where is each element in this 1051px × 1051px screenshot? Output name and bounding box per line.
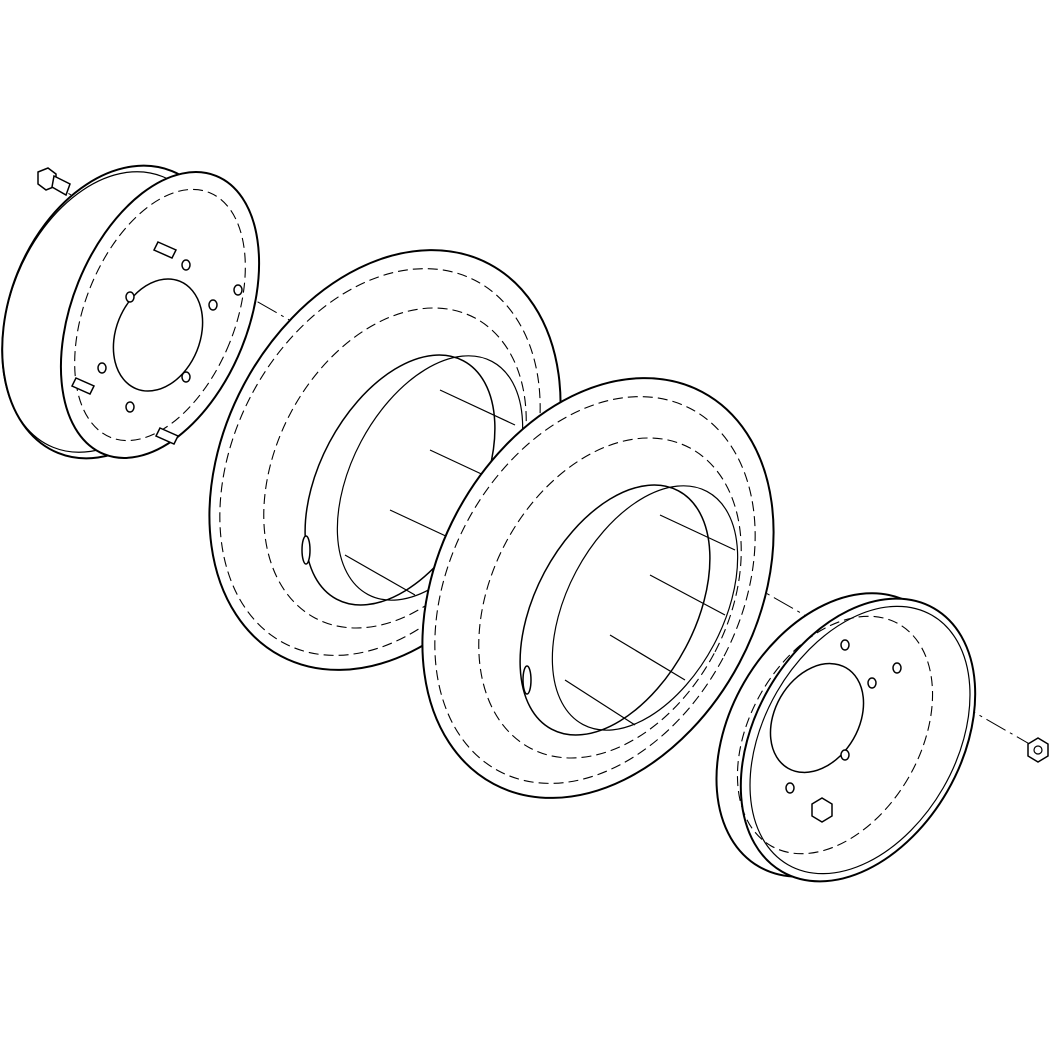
lug-nut <box>1027 737 1049 763</box>
tire-right <box>421 377 775 799</box>
bolt <box>37 167 71 197</box>
valve-stem <box>522 665 532 695</box>
left-wheel-rim <box>1 164 261 460</box>
bolt-holes <box>97 259 243 413</box>
right-wheel-rim <box>715 592 977 883</box>
valve-stem <box>301 535 311 565</box>
wheel-studs <box>70 241 180 445</box>
tire-cleats <box>564 514 736 726</box>
lug-nut-mounted <box>811 797 833 823</box>
